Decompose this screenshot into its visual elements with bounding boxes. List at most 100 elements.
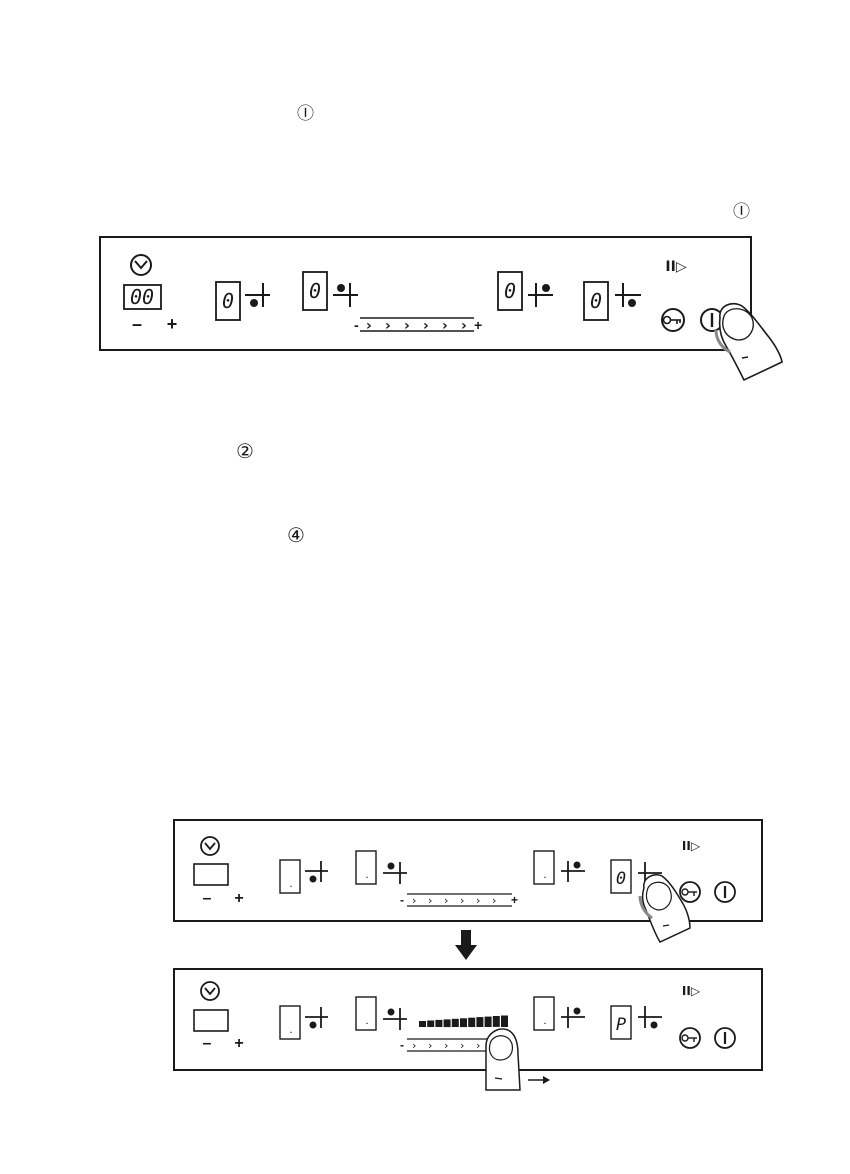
power-slider[interactable]: - + › › › › › › xyxy=(400,893,518,907)
slider-arrow: › xyxy=(442,318,448,334)
power-level-segment xyxy=(427,1020,435,1027)
slider-arrow: › xyxy=(444,1039,448,1052)
zone-1-display: 0 xyxy=(222,289,234,313)
booster-icon[interactable]: II▷ xyxy=(682,984,701,998)
slider-arrow: › xyxy=(476,1039,480,1052)
zone-1-selector-icon[interactable] xyxy=(245,283,270,307)
slider-arrow: › xyxy=(385,318,391,334)
slider-arrow: › xyxy=(366,318,372,334)
on-off-symbol-inline-2: Ⓘ xyxy=(733,202,750,222)
slider-arrow: › xyxy=(460,894,464,907)
zone-2-display-frame xyxy=(302,271,328,311)
power-level-segment xyxy=(468,1017,476,1027)
zone-4-selector-icon[interactable] xyxy=(638,1006,662,1029)
zone-3-display-frame xyxy=(533,850,555,885)
slider-arrow: › xyxy=(428,894,432,907)
zone-4-display-frame xyxy=(610,859,632,894)
timer-minus-button[interactable]: – xyxy=(203,1035,212,1052)
timer-minus-button[interactable]: – xyxy=(203,890,212,907)
zone-2-display: 0 xyxy=(309,279,321,303)
zone-4-display-frame xyxy=(583,281,609,321)
timer-display-frame xyxy=(193,1009,229,1032)
clock-icon xyxy=(130,254,152,276)
on-off-button[interactable] xyxy=(714,1027,736,1049)
timer-display: 00 xyxy=(130,285,154,309)
right-arrow-icon xyxy=(528,1076,550,1084)
zone-1-display-frame xyxy=(279,859,301,894)
slider-arrow: › xyxy=(492,894,496,907)
zone-2-selector-icon[interactable] xyxy=(383,862,407,884)
zone-1-selector-icon[interactable] xyxy=(305,861,328,883)
slider-arrow: › xyxy=(412,1039,416,1052)
booster-icon[interactable]: II▷ xyxy=(682,839,701,853)
zone-4-display: 0 xyxy=(616,869,626,889)
slider-arrow: › xyxy=(476,894,480,907)
zone-1-selector-icon[interactable] xyxy=(305,1007,328,1029)
zone-3-display-frame xyxy=(497,271,523,311)
clock-icon xyxy=(200,981,220,1001)
zone-4-display-frame xyxy=(610,1005,632,1040)
key-lock-icon[interactable] xyxy=(661,308,685,332)
zone-2-display: . xyxy=(366,867,369,881)
power-level-segment xyxy=(476,1017,484,1027)
zone-1-display-frame xyxy=(215,281,241,321)
zone-2-display: . xyxy=(366,1013,369,1027)
zone-4-selector-icon[interactable] xyxy=(615,283,641,307)
power-level-segment xyxy=(435,1019,443,1027)
on-off-button[interactable] xyxy=(714,881,736,903)
power-level-segment xyxy=(419,1021,426,1027)
power-level-segment xyxy=(484,1016,492,1027)
timer-minus-button[interactable]: – xyxy=(132,314,142,334)
key-lock-icon[interactable] xyxy=(679,881,701,903)
slider-minus[interactable]: - xyxy=(400,893,404,907)
control-panel-bottom: – + . . - › › › › › xyxy=(173,968,763,1091)
zone-2-selector-icon[interactable] xyxy=(333,283,358,307)
control-panel-top: 00 – + 0 0 - + › › › › › › 0 0 xyxy=(99,236,783,382)
slider-arrow: › xyxy=(461,318,467,334)
zone-4-display: 0 xyxy=(590,289,602,313)
zone-3-display-frame xyxy=(533,996,555,1031)
step-two-marker: ② xyxy=(236,439,254,463)
zone-3-display: 0 xyxy=(504,279,516,303)
timer-display-frame xyxy=(193,863,229,886)
timer-plus-button[interactable]: + xyxy=(234,1035,243,1052)
power-level-segment xyxy=(501,1015,508,1027)
zone-2-selector-icon[interactable] xyxy=(383,1008,407,1030)
finger-pointer-icon xyxy=(638,874,691,943)
zone-4-display: P xyxy=(616,1015,626,1035)
power-level-segment xyxy=(460,1018,467,1028)
power-level-segment xyxy=(451,1018,459,1027)
zone-3-display: . xyxy=(544,867,547,881)
booster-icon[interactable]: II▷ xyxy=(665,259,686,275)
slider-arrow: › xyxy=(444,894,448,907)
slider-plus[interactable]: + xyxy=(474,317,482,333)
slider-minus[interactable]: - xyxy=(400,1038,404,1052)
on-off-symbol-inline: Ⓘ xyxy=(297,104,314,124)
zone-3-display: . xyxy=(544,1013,547,1027)
zone-1-display-frame xyxy=(279,1005,301,1040)
clock-icon xyxy=(200,836,220,856)
slider-arrow: › xyxy=(423,318,429,334)
slider-arrow: › xyxy=(404,318,410,334)
timer-plus-button[interactable]: + xyxy=(234,890,243,907)
zone-2-display-frame xyxy=(355,996,377,1031)
zone-3-selector-icon[interactable] xyxy=(528,283,553,307)
power-slider[interactable]: - + › › › › › › xyxy=(354,317,482,334)
zone-3-selector-icon[interactable] xyxy=(561,861,585,882)
timer-plus-button[interactable]: + xyxy=(167,314,178,334)
timer-display-frame xyxy=(123,284,162,310)
zone-1-display: . xyxy=(290,876,293,890)
zone-1-display: . xyxy=(290,1022,293,1036)
slider-minus[interactable]: - xyxy=(354,317,359,333)
slider-arrow: › xyxy=(428,1039,432,1052)
slider-arrow: › xyxy=(460,1039,464,1052)
down-arrow-icon xyxy=(455,930,477,960)
slider-arrow: › xyxy=(412,894,416,907)
zone-3-selector-icon[interactable] xyxy=(561,1007,585,1028)
zone-2-display-frame xyxy=(355,850,377,885)
power-level-indicator xyxy=(419,1015,508,1028)
key-lock-icon[interactable] xyxy=(679,1027,701,1049)
slider-plus[interactable]: + xyxy=(511,893,518,907)
finger-pointer-icon xyxy=(714,302,783,382)
